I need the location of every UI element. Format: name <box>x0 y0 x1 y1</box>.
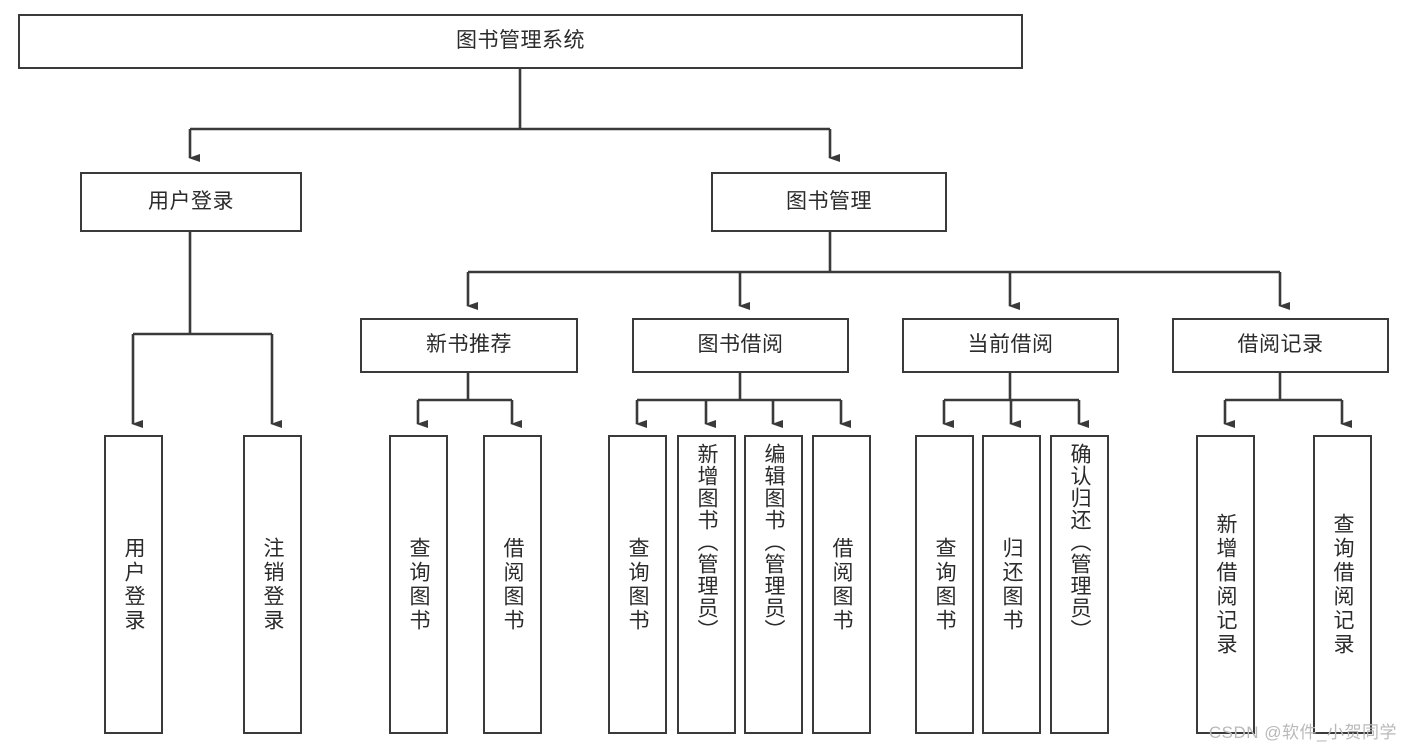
node-leaf-query-book-new[interactable]: 查询图书 <box>389 435 448 734</box>
node-book-management[interactable]: 图书管理 <box>711 172 947 232</box>
node-label: 查询图书 <box>933 536 956 633</box>
node-label: 查询图书 <box>626 536 649 633</box>
node-label: 查询借阅记录 <box>1331 512 1354 657</box>
node-leaf-user-login[interactable]: 用户登录 <box>104 435 163 734</box>
node-leaf-query-book-borrow[interactable]: 查询图书 <box>608 435 667 734</box>
node-leaf-borrow-book-new[interactable]: 借阅图书 <box>483 435 542 734</box>
node-label: 当前借阅 <box>967 333 1054 357</box>
node-label: 新增图书（管理员） <box>695 443 718 641</box>
node-leaf-add-book-admin[interactable]: 新增图书（管理员） <box>677 435 736 734</box>
node-leaf-query-book-current[interactable]: 查询图书 <box>915 435 974 734</box>
node-label: 新增借阅记录 <box>1214 512 1237 657</box>
node-label: 注销登录 <box>261 536 284 633</box>
node-label: 用户登录 <box>122 536 145 633</box>
node-leaf-edit-book-admin[interactable]: 编辑图书（管理员） <box>744 435 803 734</box>
node-label: 用户登录 <box>148 189 234 213</box>
node-current-borrow[interactable]: 当前借阅 <box>902 318 1119 373</box>
node-leaf-confirm-return-admin[interactable]: 确认归还（管理员） <box>1050 435 1109 734</box>
node-label: 归还图书 <box>1000 536 1023 633</box>
node-borrow-record[interactable]: 借阅记录 <box>1172 318 1389 373</box>
node-leaf-add-borrow-record[interactable]: 新增借阅记录 <box>1196 435 1255 734</box>
node-leaf-logout[interactable]: 注销登录 <box>243 435 302 734</box>
node-label: 借阅记录 <box>1237 333 1324 357</box>
node-new-book-recommend[interactable]: 新书推荐 <box>360 318 578 373</box>
node-label: 编辑图书（管理员） <box>762 443 785 641</box>
node-label: 图书管理系统 <box>456 29 585 53</box>
node-user-login[interactable]: 用户登录 <box>80 172 302 232</box>
node-label: 查询图书 <box>407 536 430 633</box>
node-label: 图书借阅 <box>697 333 784 357</box>
node-label: 新书推荐 <box>426 333 512 357</box>
node-root-system[interactable]: 图书管理系统 <box>18 14 1023 69</box>
node-leaf-query-borrow-record[interactable]: 查询借阅记录 <box>1313 435 1372 734</box>
node-label: 借阅图书 <box>830 536 853 633</box>
node-leaf-return-book[interactable]: 归还图书 <box>982 435 1041 734</box>
node-label: 图书管理 <box>786 189 872 213</box>
node-label: 借阅图书 <box>501 536 524 633</box>
node-leaf-borrow-book[interactable]: 借阅图书 <box>812 435 871 734</box>
node-book-borrow[interactable]: 图书借阅 <box>632 318 849 373</box>
node-label: 确认归还（管理员） <box>1068 443 1091 641</box>
watermark-text: CSDN @软件_小贺同学 <box>1208 723 1397 742</box>
